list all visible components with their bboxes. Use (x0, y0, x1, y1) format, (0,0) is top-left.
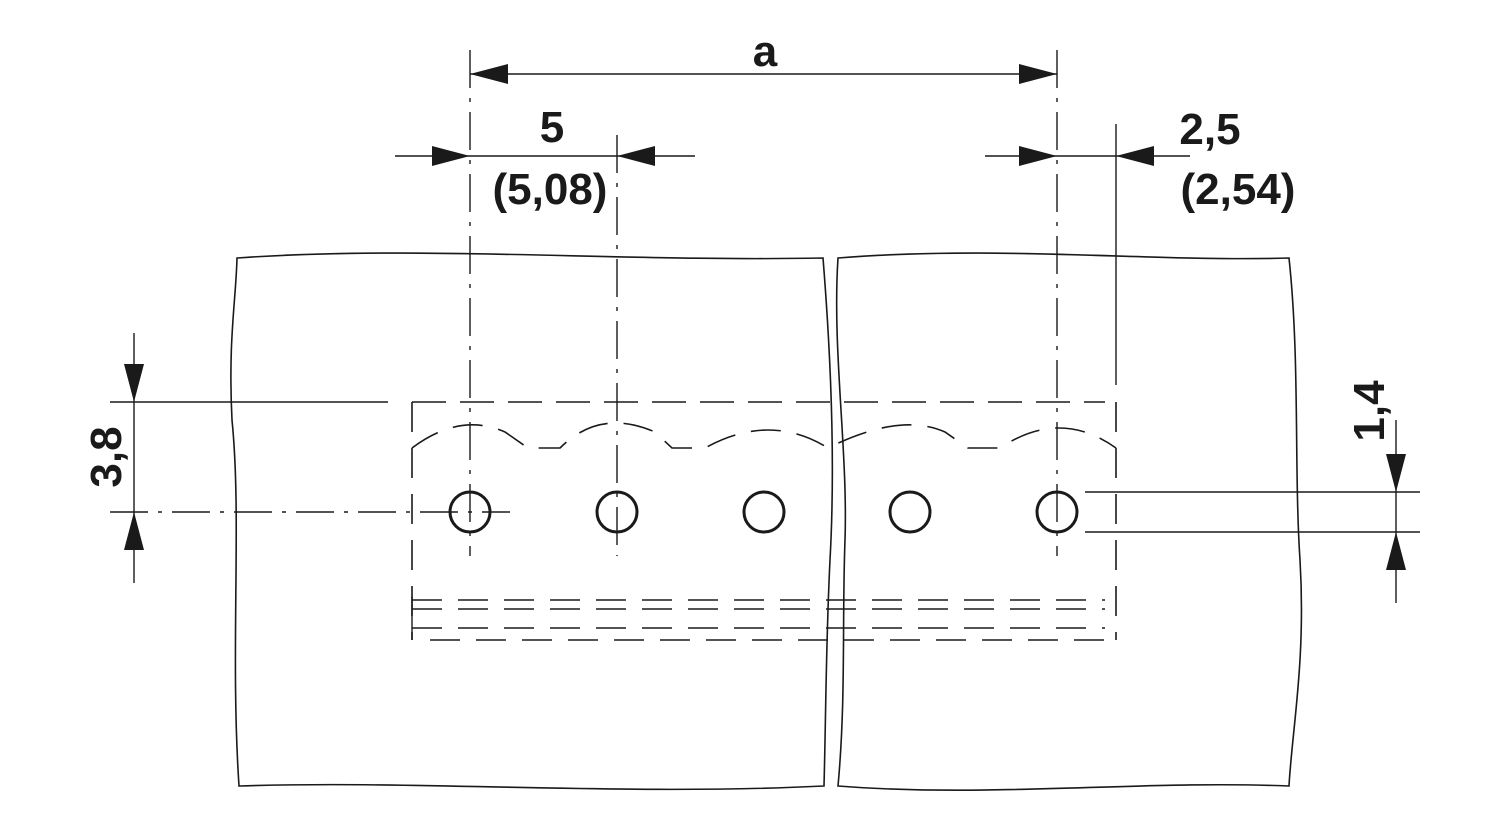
dimension-a-label: a (753, 27, 778, 76)
connector-housing (411, 401, 1117, 641)
right-panel-outline (835, 252, 1303, 792)
hole-3 (742, 490, 786, 534)
dimension-pitch: 5 (5,08) (395, 103, 695, 214)
dimension-hole-diameter-label: 1,4 (1345, 380, 1394, 442)
hole-4 (888, 490, 932, 534)
dimension-edge-offset: 2,5 (2,54) (985, 105, 1295, 385)
dimension-a: a (470, 27, 1057, 84)
dimension-pitch-alt-label: (5,08) (493, 165, 608, 214)
outline-panels (230, 252, 1303, 792)
dimension-edge-offset-label: 2,5 (1179, 105, 1240, 154)
housing-bottom-lines (411, 596, 1116, 641)
dimension-pitch-label: 5 (540, 103, 564, 152)
dimension-row-offset-label: 3,8 (82, 426, 131, 487)
center-lines (110, 50, 1058, 556)
holes (448, 490, 1079, 534)
dimension-hole-diameter: 1,4 (1085, 380, 1420, 603)
dimension-row-offset: 3,8 (82, 333, 388, 583)
dimension-edge-offset-alt-label: (2,54) (1181, 165, 1296, 214)
left-panel-outline (230, 252, 834, 791)
housing-scalloped-profile (411, 422, 1117, 449)
